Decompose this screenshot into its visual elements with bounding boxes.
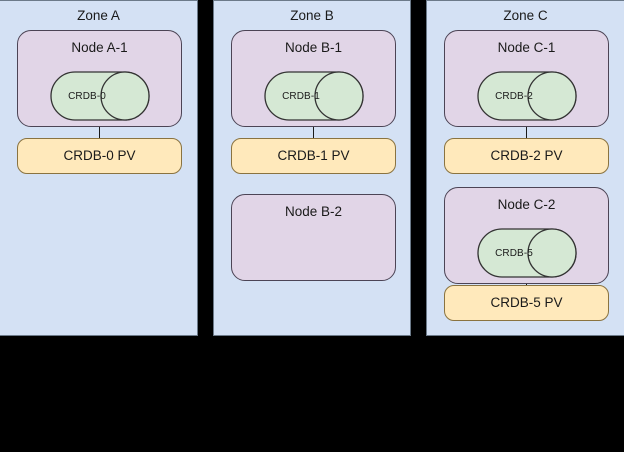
zone-container-a[interactable]: Zone A Node A-1 CRDB-0 CRDB-0 PV <box>0 0 198 336</box>
zone-container-c[interactable]: Zone C Node C-1 CRDB-2 CRDB-2 PV Node C-… <box>426 0 624 336</box>
pv-box-crdb-2-pv[interactable]: CRDB-2 PV <box>444 138 609 174</box>
node-label-a-1: Node A-1 <box>71 40 128 55</box>
pv-box-crdb-1-pv[interactable]: CRDB-1 PV <box>231 138 396 174</box>
connector-c-1 <box>526 127 527 139</box>
node-label-b-1: Node B-1 <box>284 40 343 55</box>
pod-cylinder-crdb-2[interactable]: CRDB-2 <box>477 71 577 121</box>
pv-box-crdb-0-pv[interactable]: CRDB-0 PV <box>17 138 182 174</box>
pv-label-crdb-0-pv: CRDB-0 PV <box>63 148 136 163</box>
pod-cylinder-crdb-0[interactable]: CRDB-0 <box>50 71 150 121</box>
node-box-c-2[interactable]: Node C-2 CRDB-5 <box>444 187 609 284</box>
connector-b-1 <box>313 127 314 139</box>
pv-label-crdb-1-pv: CRDB-1 PV <box>277 148 350 163</box>
node-box-b-2[interactable]: Node B-2 <box>231 194 396 281</box>
node-box-a-1[interactable]: Node A-1 CRDB-0 <box>17 30 182 127</box>
pv-label-crdb-5-pv: CRDB-5 PV <box>490 295 563 310</box>
node-box-c-1[interactable]: Node C-1 CRDB-2 <box>444 30 609 127</box>
zone-container-b[interactable]: Zone B Node B-1 CRDB-1 CRDB-1 PV Node B-… <box>213 0 411 336</box>
node-box-b-1[interactable]: Node B-1 CRDB-1 <box>231 30 396 127</box>
connector-a-1 <box>99 127 100 139</box>
zone-label-a: Zone A <box>77 8 120 23</box>
pv-label-crdb-2-pv: CRDB-2 PV <box>490 148 563 163</box>
node-label-c-1: Node C-1 <box>497 40 556 55</box>
zone-label-c: Zone C <box>503 8 548 23</box>
node-label-c-2: Node C-2 <box>497 197 556 212</box>
pv-box-crdb-5-pv[interactable]: CRDB-5 PV <box>444 285 609 321</box>
node-label-b-2: Node B-2 <box>284 204 343 219</box>
pod-cylinder-crdb-5[interactable]: CRDB-5 <box>477 228 577 278</box>
pod-cylinder-crdb-1[interactable]: CRDB-1 <box>264 71 364 121</box>
zone-label-b: Zone B <box>290 8 334 23</box>
